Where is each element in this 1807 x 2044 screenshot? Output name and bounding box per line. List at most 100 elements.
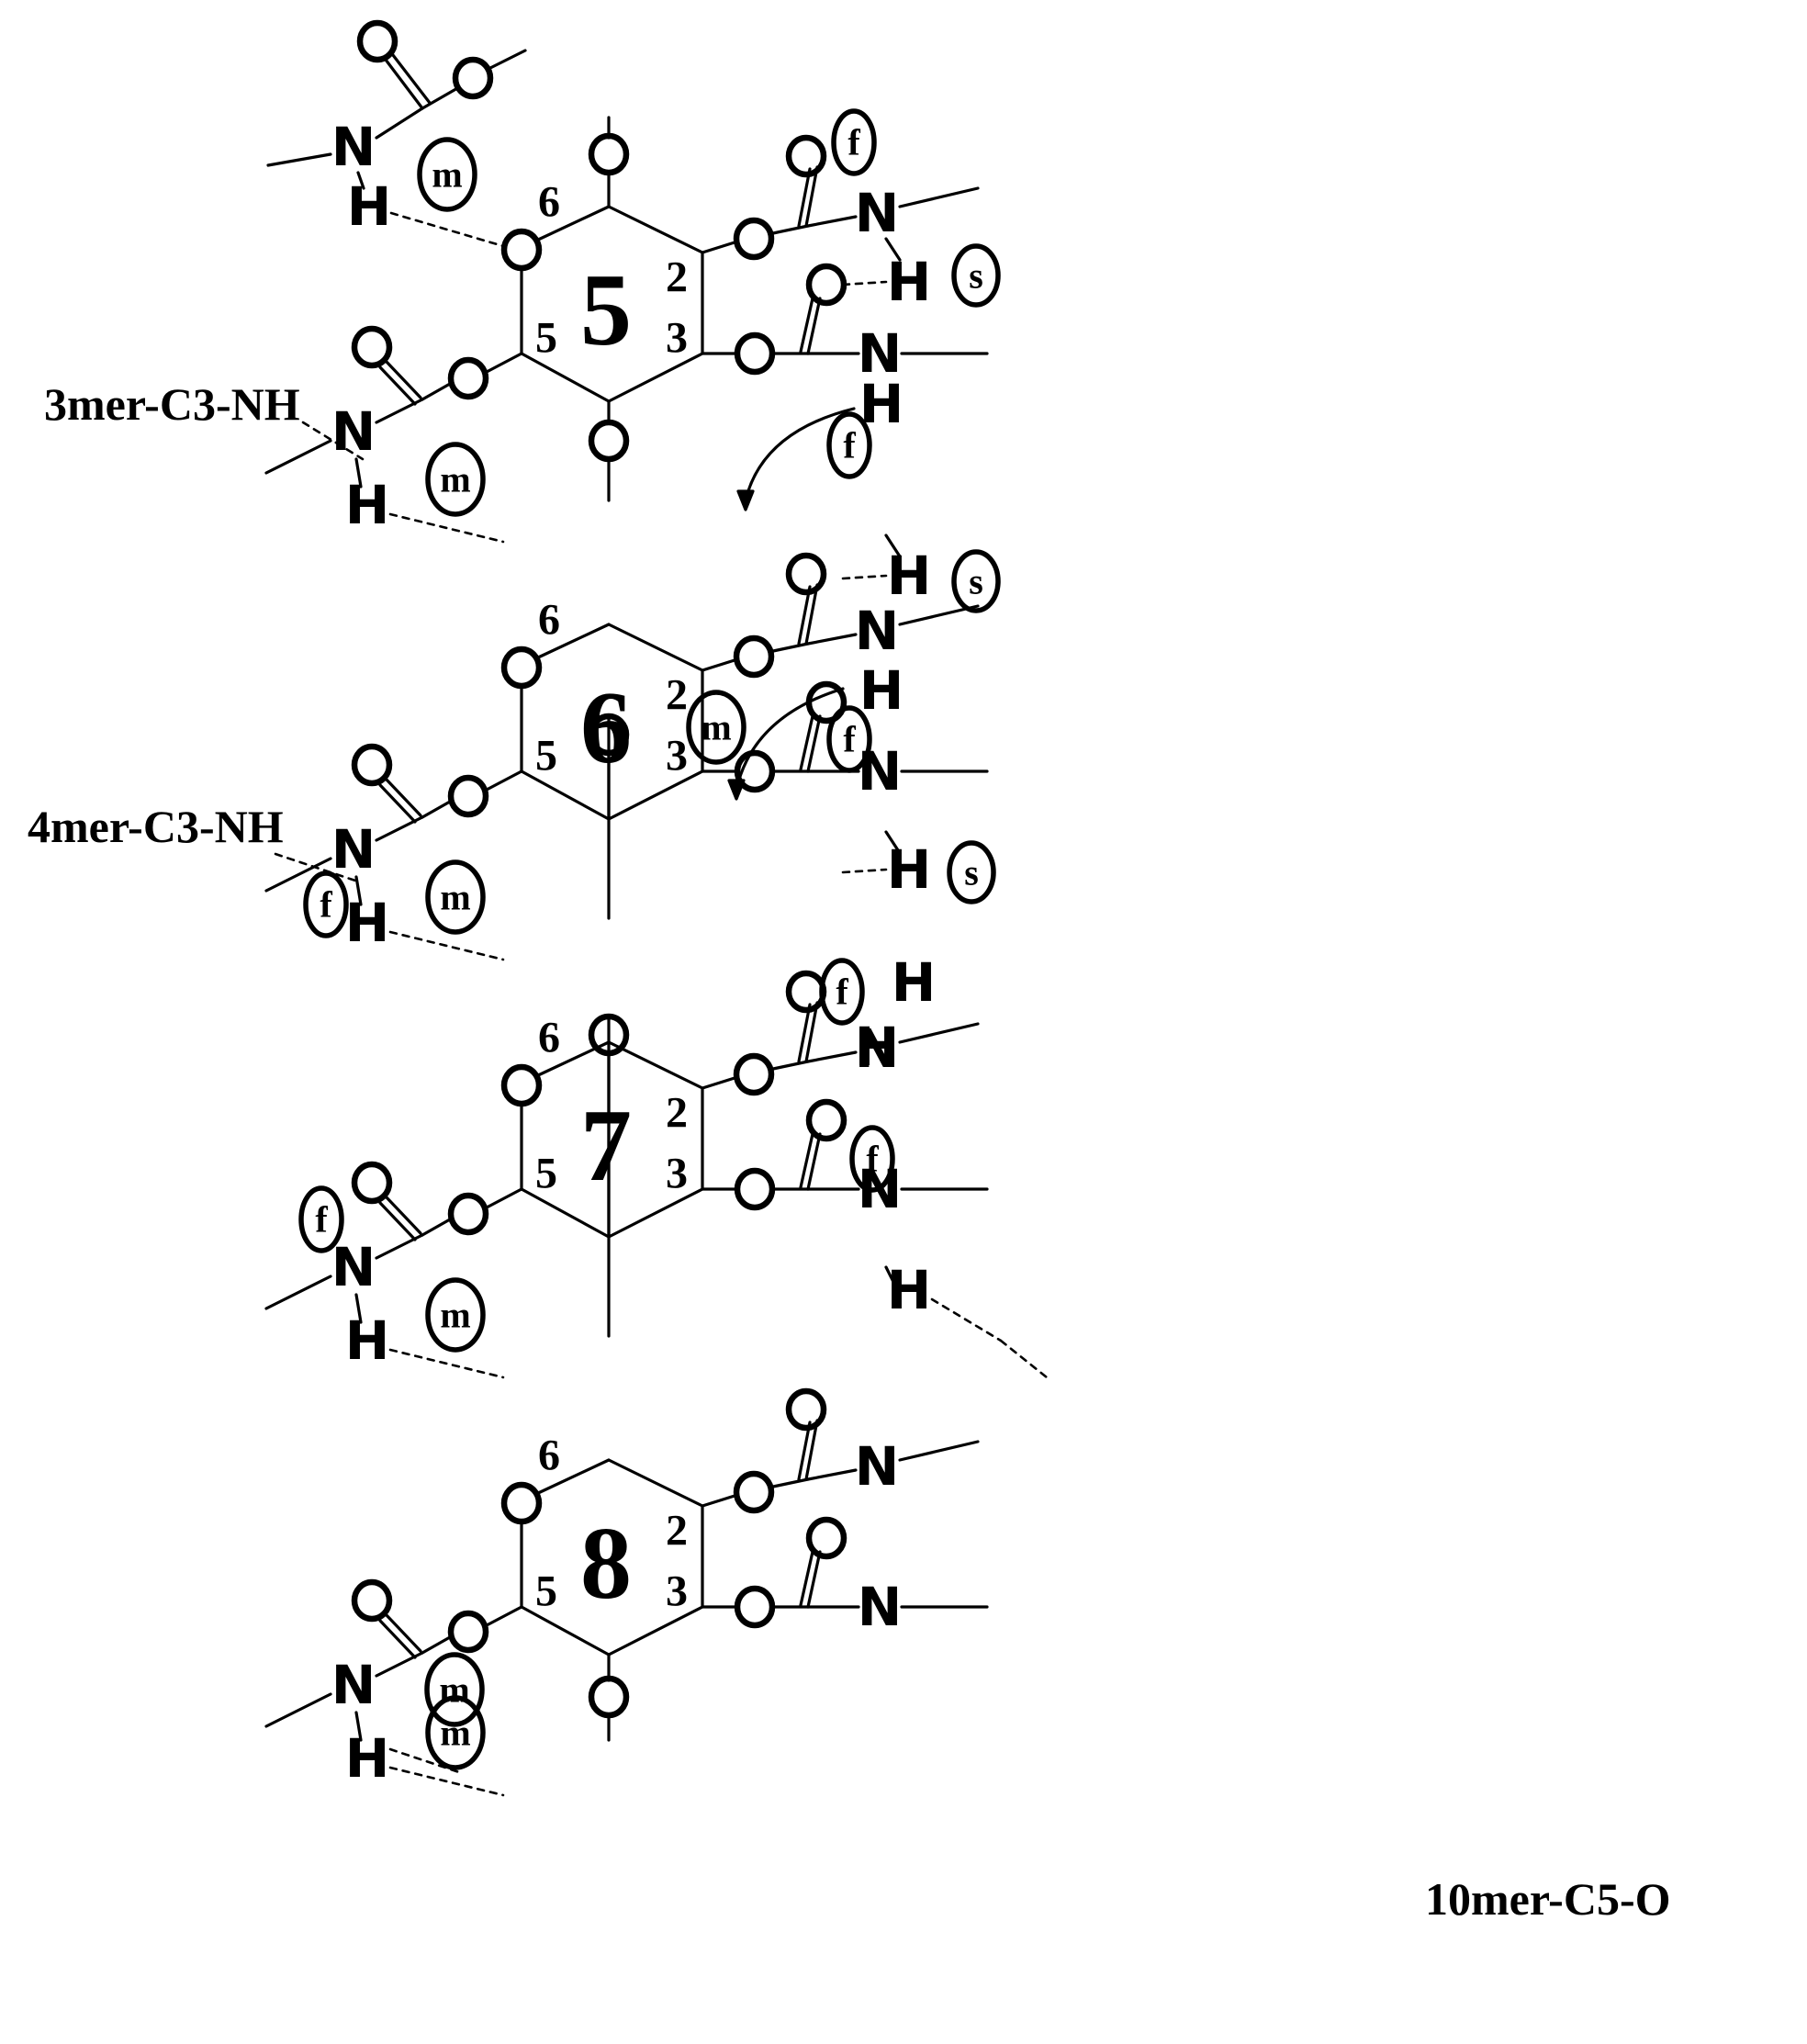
tag-m-left-circle bbox=[425, 859, 486, 935]
tag-m-bottom-circle bbox=[424, 1652, 485, 1727]
position-label-5: 5 bbox=[535, 314, 557, 363]
ring-number-5: 5 bbox=[580, 253, 632, 367]
n-h-bond bbox=[884, 533, 902, 558]
carbonyl-double-bond bbox=[384, 1195, 422, 1235]
c6-nh-hydrogen: H bbox=[345, 1727, 390, 1790]
carbonyl-double-bond bbox=[384, 58, 424, 110]
tag-m-center-circle bbox=[686, 690, 746, 765]
ester-carbon-bond bbox=[421, 85, 461, 110]
tag-s-letter: s bbox=[969, 255, 983, 297]
ring-6-outline bbox=[520, 623, 704, 821]
annotation-3mer-c3-nh: 3mer-C3-NH bbox=[44, 378, 300, 430]
tag-m-left-top-letter: m bbox=[432, 154, 462, 196]
n-substituent-bond bbox=[264, 1275, 332, 1310]
ester-carbon-bond bbox=[771, 224, 810, 235]
ester-carbon-bond bbox=[421, 1218, 452, 1237]
tag-f-left-letter: f bbox=[315, 1199, 328, 1241]
position-label-5: 5 bbox=[535, 1567, 557, 1616]
n-h-bond bbox=[356, 171, 365, 190]
c6-carbonyl-oxygen bbox=[351, 325, 393, 369]
carbonyl-double-bond bbox=[378, 365, 417, 406]
carbonyl-double-bond bbox=[797, 585, 812, 646]
c3-nh-hydrogen: H bbox=[859, 373, 904, 435]
carbonyl-double-bond bbox=[799, 297, 814, 354]
c2-o-bond bbox=[701, 241, 736, 254]
ring-5-outline bbox=[520, 205, 704, 403]
tag-m-bottom-letter: m bbox=[439, 1669, 469, 1711]
n-h-bond bbox=[884, 237, 902, 262]
n-substituent-bond bbox=[898, 186, 980, 208]
c2-nh-hydrogen: H bbox=[887, 545, 932, 607]
ring-o5-c1-bond bbox=[534, 205, 611, 242]
oh-hydrogen-bond bbox=[841, 868, 888, 874]
carbonyl-double-bond bbox=[806, 714, 822, 773]
tag-f-right-circle bbox=[826, 411, 872, 479]
c6-o-bond bbox=[485, 769, 523, 792]
ester-carbon-bond bbox=[771, 1477, 810, 1488]
n-substituent-bond bbox=[264, 439, 332, 475]
hbond-to-10mer bbox=[999, 1339, 1049, 1379]
c2-carbonyl-oxygen bbox=[785, 552, 827, 596]
c2-carbonyl-oxygen bbox=[785, 1387, 827, 1432]
carbonyl-double-bond bbox=[378, 1201, 417, 1241]
ring-oxygen bbox=[500, 228, 543, 272]
c6-ester-oxygen bbox=[447, 356, 489, 400]
c3-nitrogen: N bbox=[858, 740, 903, 803]
c6-ester-oxygen bbox=[447, 1610, 489, 1654]
carbonyl-double-bond bbox=[797, 1003, 812, 1063]
n-substituent-bond bbox=[898, 1022, 980, 1044]
oh-hydrogen-bond bbox=[841, 574, 888, 580]
c2-nh-hydrogen: H bbox=[887, 838, 932, 901]
c3-carbonyl-oxygen bbox=[805, 1516, 847, 1560]
hbond-4mer-c3-nh bbox=[274, 852, 360, 883]
ester-carbon-bond bbox=[421, 382, 452, 401]
position-label-6: 6 bbox=[538, 596, 560, 645]
ring-number-6: 6 bbox=[580, 671, 632, 785]
carbamate-c-n-bond bbox=[806, 215, 858, 228]
tag-m-left-letter: m bbox=[440, 1295, 470, 1336]
ring-o5-c1-bond bbox=[534, 1458, 611, 1496]
top-nitrogen: N bbox=[331, 116, 376, 178]
n-h-bond bbox=[884, 1265, 897, 1287]
ring-oxygen bbox=[500, 1481, 543, 1525]
ring8-c3-nh-hydrogen: H bbox=[887, 1259, 932, 1321]
n-h-bond bbox=[354, 457, 363, 489]
carbonyl-double-bond bbox=[806, 297, 822, 355]
top-nh-hydrogen: H bbox=[347, 175, 392, 238]
carbonyl-double-bond bbox=[797, 167, 812, 228]
hbond-3mer-c3-nh bbox=[301, 421, 365, 461]
tag-f-right-circle bbox=[826, 705, 872, 773]
carbamate-c-n-bond bbox=[375, 398, 424, 424]
ester-carbon-bond bbox=[421, 800, 452, 819]
tag-m-left-circle bbox=[425, 1695, 486, 1770]
position-label-6: 6 bbox=[538, 1432, 560, 1480]
tag-m-left-top-circle bbox=[417, 137, 477, 212]
n-substituent-bond bbox=[264, 1692, 332, 1728]
ester-carbon-bond bbox=[771, 1060, 810, 1071]
c2-nitrogen: N bbox=[855, 1435, 900, 1498]
glycosidic-oxygen bbox=[588, 1013, 630, 1057]
c6-nitrogen: N bbox=[331, 1236, 376, 1298]
c6-nh-hydrogen: H bbox=[345, 892, 390, 954]
carbonyl-double-bond bbox=[804, 583, 819, 646]
c6-o-bond bbox=[485, 352, 523, 374]
annotation-4mer-c3-nh: 4mer-C3-NH bbox=[28, 801, 284, 852]
position-label-3: 3 bbox=[666, 732, 688, 781]
carbonyl-double-bond bbox=[378, 1619, 417, 1659]
top-ester-oxygen bbox=[452, 56, 494, 100]
carbonyl-double-bond bbox=[806, 1132, 822, 1191]
c3-carbonyl-oxygen bbox=[805, 1098, 847, 1142]
position-label-3: 3 bbox=[666, 1567, 688, 1616]
carbamate-c-n-bond bbox=[375, 815, 424, 842]
n-substituent-bond bbox=[898, 1440, 980, 1462]
carbonyl-double-bond bbox=[804, 1001, 819, 1063]
carbonyl-double-bond bbox=[806, 1550, 822, 1609]
c6-o-bond bbox=[485, 1187, 523, 1209]
n-h-bond bbox=[884, 830, 902, 855]
c3-nitrogen: N bbox=[858, 1158, 903, 1220]
c3-ester-oxygen bbox=[734, 1167, 776, 1211]
tag-m-left-circle bbox=[425, 442, 486, 517]
c2-nh-hydrogen: H bbox=[887, 251, 932, 313]
c6-nitrogen: N bbox=[331, 1654, 376, 1716]
